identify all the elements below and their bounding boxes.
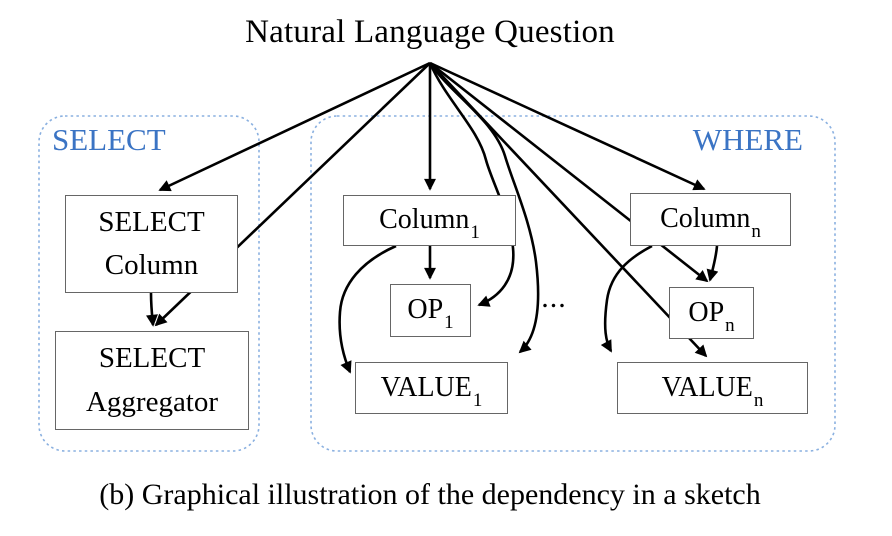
node-op-1-subscript: 1 xyxy=(444,312,454,334)
node-select-aggregator: SELECT Aggregator xyxy=(55,331,249,430)
node-where-column-1-text: Column xyxy=(379,204,470,236)
node-value-1: VALUE1 xyxy=(355,362,508,414)
figure-caption: (b) Graphical illustration of the depend… xyxy=(99,478,761,511)
select-group-label: SELECT xyxy=(52,122,166,157)
arrow-nlq-to-op-1 xyxy=(428,62,515,307)
node-where-column-1-subscript: 1 xyxy=(470,222,480,244)
node-where-column-1-label: Column1 xyxy=(379,200,480,244)
node-where-column-n-label: Columnn xyxy=(660,199,761,243)
node-value-1-text: VALUE xyxy=(380,371,472,403)
where-group-label: WHERE xyxy=(692,122,803,157)
node-op-1-label: OP1 xyxy=(407,290,454,334)
node-value-1-label: VALUE1 xyxy=(380,368,483,411)
arrow-column-n-to-op-n xyxy=(706,245,719,282)
arrow-column-1-to-value-1 xyxy=(338,244,397,374)
between-conditions-ellipsis: ... xyxy=(541,281,567,314)
node-value-n-label: VALUEn xyxy=(661,368,764,411)
node-op-n-text: OP xyxy=(688,296,725,328)
node-op-n: OPn xyxy=(669,287,754,339)
node-op-1-text: OP xyxy=(407,294,444,326)
node-value-n-text: VALUE xyxy=(661,371,753,403)
arrow-column-n-to-value-n xyxy=(600,244,653,353)
node-select-column: SELECT Column xyxy=(65,195,238,293)
node-value-n-subscript: n xyxy=(753,389,764,411)
arrow-nlq-to-value-n xyxy=(429,62,708,358)
node-where-column-n-subscript: n xyxy=(751,221,761,243)
arrow-select-column-to-aggregator xyxy=(146,292,158,327)
node-select-column-line1: SELECT xyxy=(98,205,205,238)
node-value-1-subscript: 1 xyxy=(472,389,483,411)
arrow-nlq-to-select-column xyxy=(158,61,431,192)
node-where-column-1: Column1 xyxy=(343,195,516,246)
node-op-n-label: OPn xyxy=(688,293,735,336)
node-op-1: OP1 xyxy=(390,284,471,337)
where-group-border xyxy=(310,115,836,452)
node-value-n: VALUEn xyxy=(617,362,808,414)
node-where-column-n-text: Column xyxy=(660,203,751,235)
node-select-column-line2: Column xyxy=(104,249,199,281)
diagram-title: Natural Language Question xyxy=(245,14,615,50)
select-group-border xyxy=(38,115,260,452)
node-where-column-n: Columnn xyxy=(630,193,791,246)
node-op-n-subscript: n xyxy=(725,314,735,336)
node-select-aggregator-line2: Aggregator xyxy=(85,385,219,418)
node-select-aggregator-line1: SELECT xyxy=(98,342,206,374)
arrow-nlq-to-where-column-n xyxy=(429,61,706,191)
